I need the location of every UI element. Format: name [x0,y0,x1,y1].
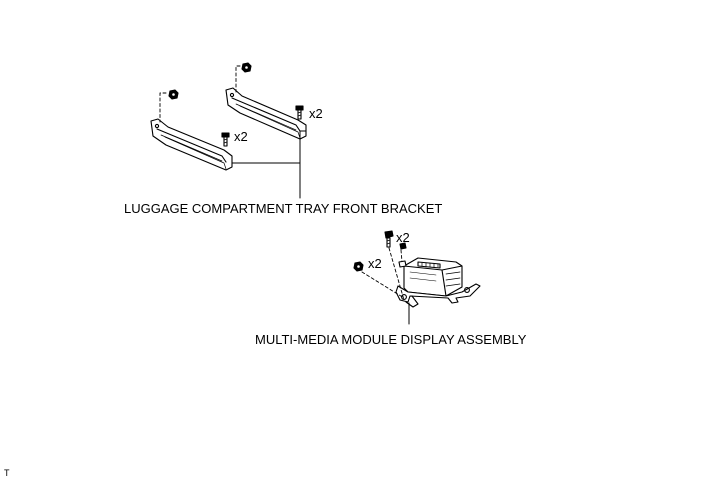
corner-mark: T [4,468,10,478]
bracket-nut-left [168,89,179,100]
module-nut-quantity: x2 [368,256,382,271]
tray-front-bracket-right [225,87,307,140]
bracket-nut-right [241,62,252,73]
module-bolt-quantity: x2 [396,230,410,245]
module-label: MULTI-MEDIA MODULE DISPLAY ASSEMBLY [255,332,527,347]
module-bolt [384,230,394,248]
bracket-bolt-left [221,132,230,147]
multi-media-module [395,257,481,308]
bracket-bolt-right-quantity: x2 [309,106,323,121]
bracket-bolt-left-quantity: x2 [234,129,248,144]
tray-front-bracket-left [150,118,233,171]
bracket-bolt-right [295,105,304,120]
bracket-label: LUGGAGE COMPARTMENT TRAY FRONT BRACKET [124,201,443,216]
module-nut [353,261,364,272]
